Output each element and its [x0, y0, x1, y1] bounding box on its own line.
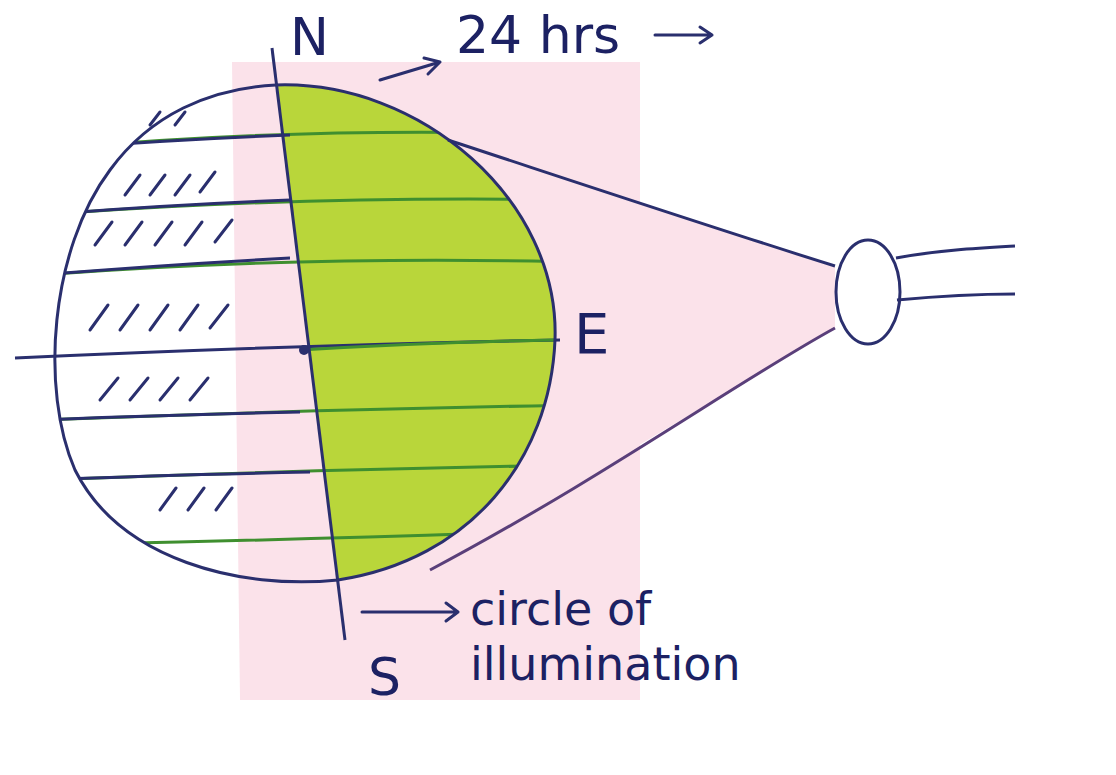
- latitude-line: [40, 135, 290, 150]
- direction-label: E: [574, 300, 609, 367]
- earth-outline: [55, 85, 555, 582]
- callout-text: circle of illumination: [470, 582, 810, 692]
- earth-centre: [299, 345, 309, 355]
- latitude-line: [40, 405, 580, 420]
- equator-line: [300, 340, 555, 350]
- latitude-line: [40, 412, 300, 420]
- torch-head: [836, 240, 900, 344]
- time-note: 24 hrs: [456, 4, 620, 66]
- pole-label: N: [290, 6, 329, 68]
- light-ray: [448, 140, 835, 266]
- latitude-line: [40, 465, 580, 480]
- earth-axis: [272, 48, 345, 640]
- equator-line: [15, 340, 560, 358]
- pointer-arrow: [362, 27, 712, 621]
- lit-half: [276, 85, 555, 580]
- torch-handle: [896, 246, 1015, 300]
- latitude-line: [40, 199, 580, 215]
- pole-label: S: [368, 646, 401, 708]
- latitude-line: [40, 132, 580, 150]
- light-ray: [430, 328, 835, 570]
- latitude-line: [40, 258, 290, 275]
- night-hatching: [90, 112, 232, 510]
- latitude-line: [40, 200, 290, 215]
